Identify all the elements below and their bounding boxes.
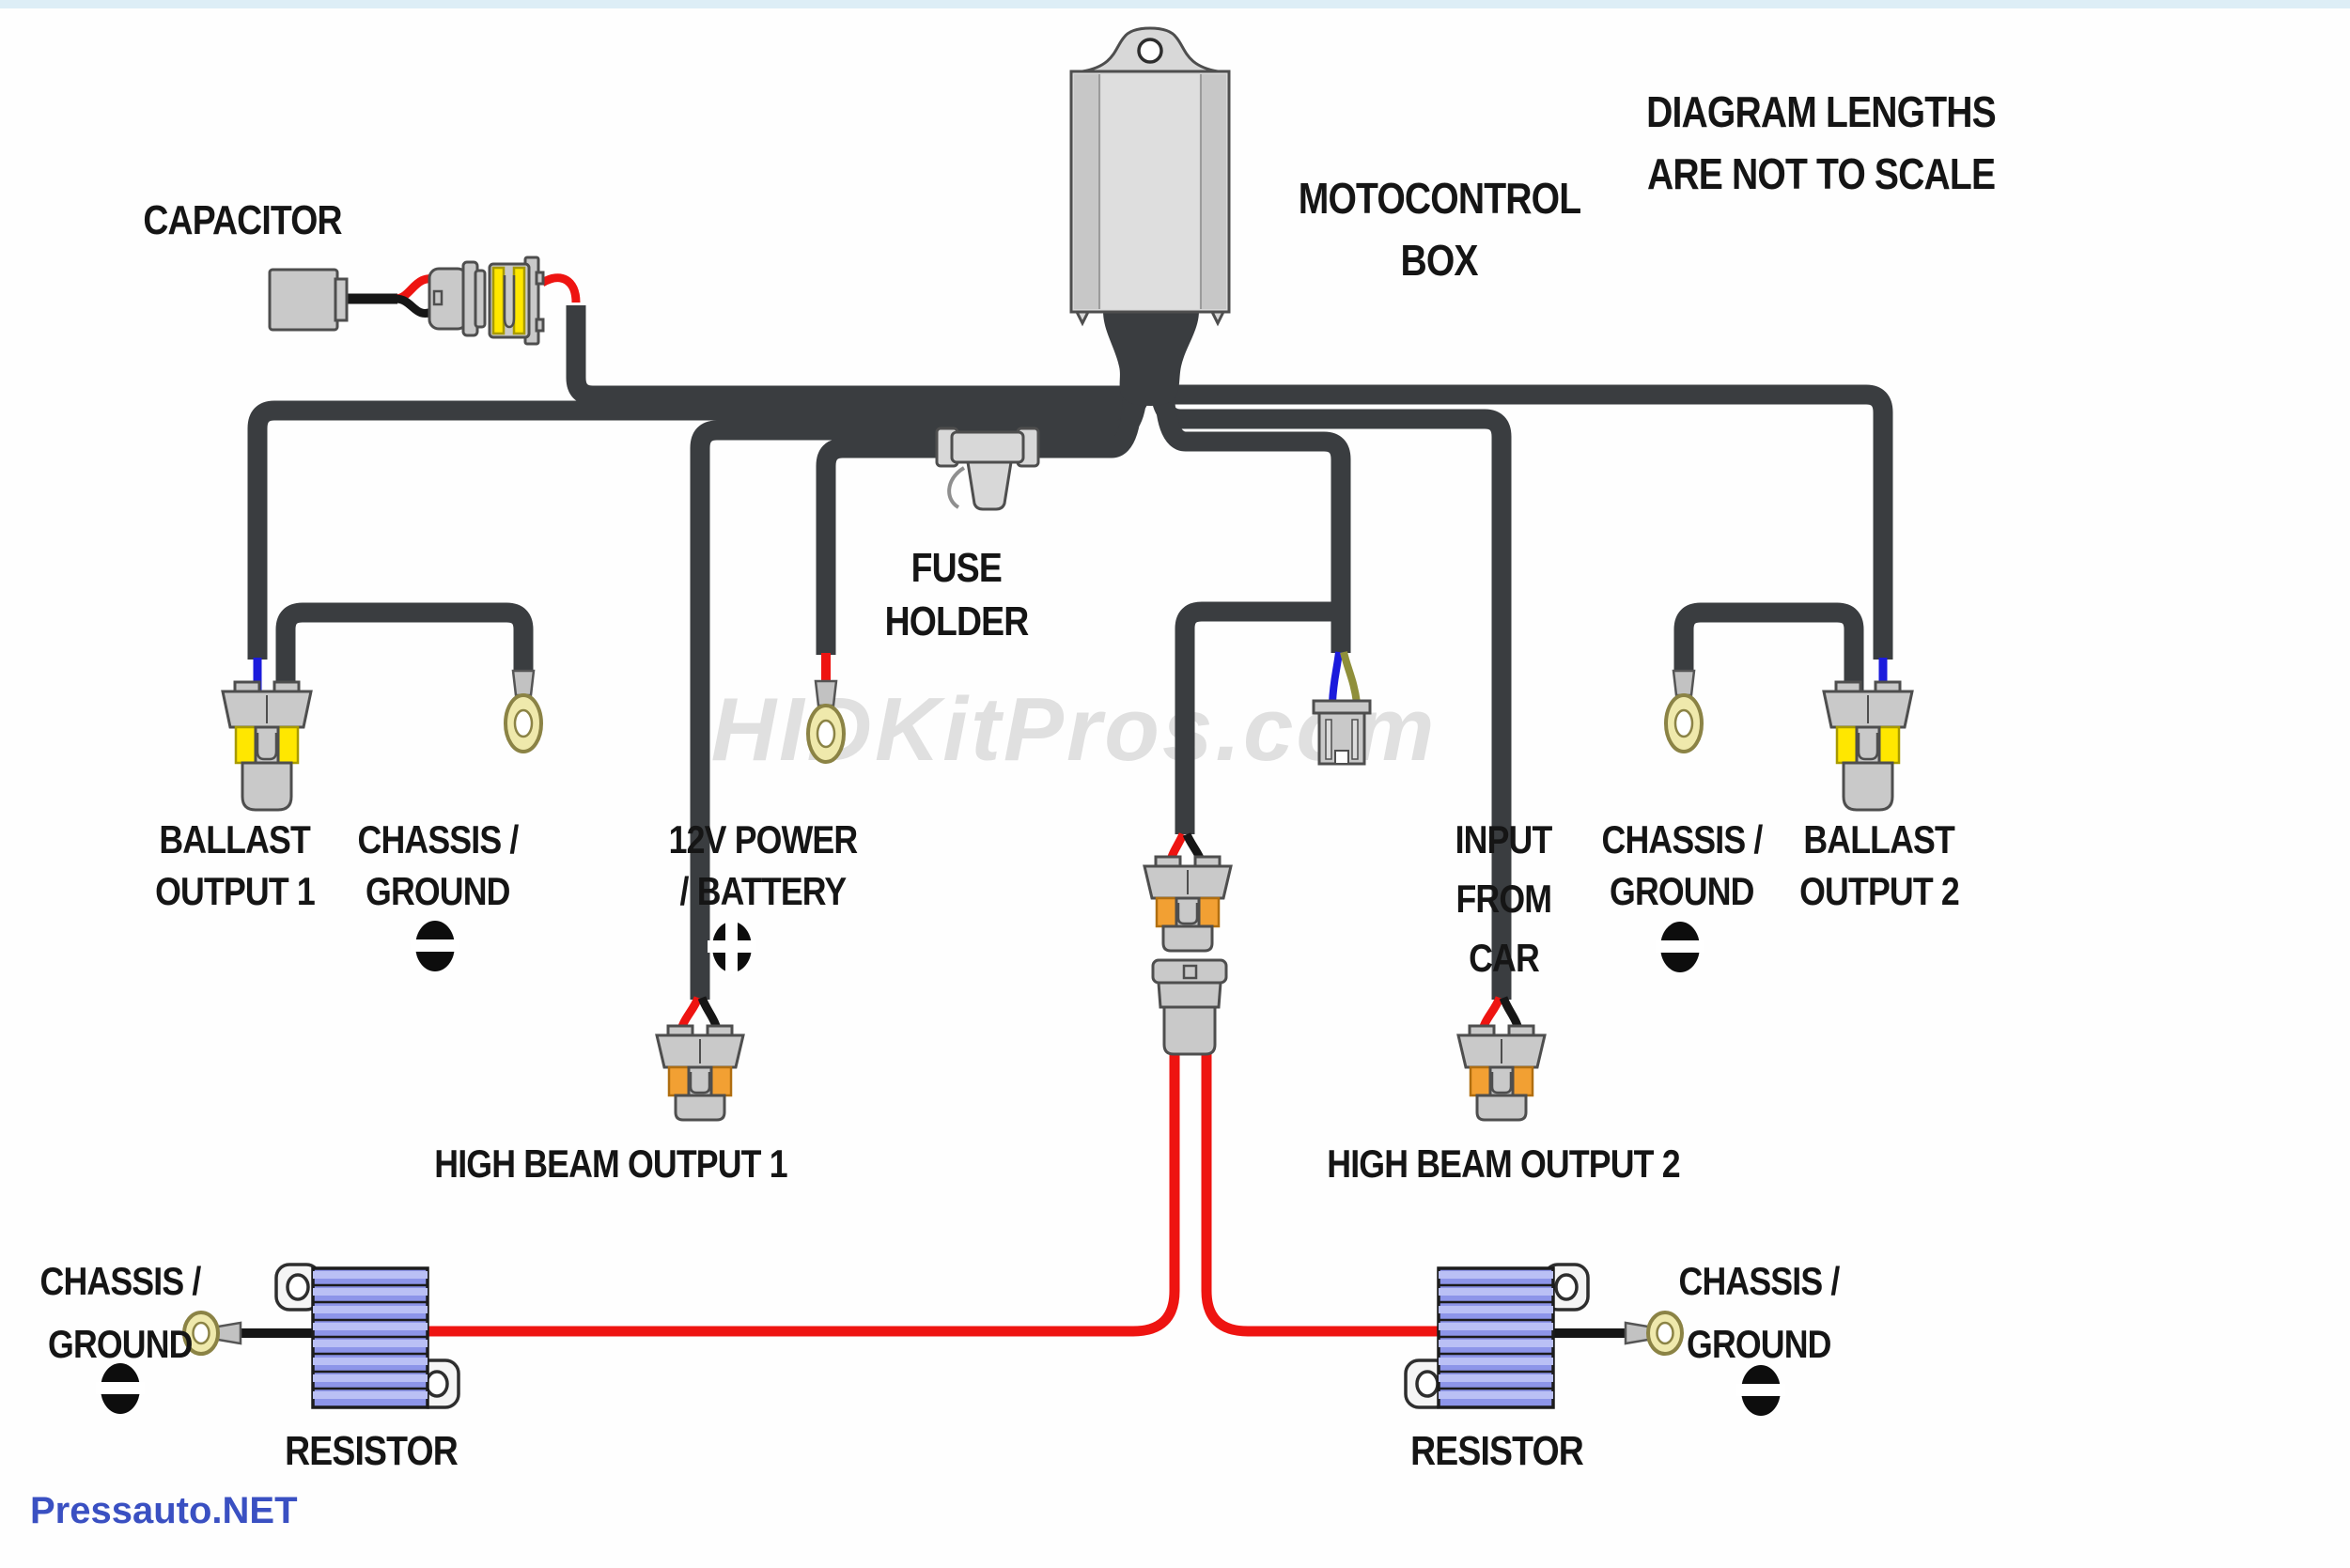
- capacitor-red-jumper: [539, 273, 581, 303]
- label-chassis-ground-bottom-left: CHASSIS / GROUND: [39, 1259, 202, 1366]
- input-from-car-connector: [1312, 699, 1372, 766]
- capacitor-body-nub: [334, 277, 349, 322]
- capacitor-connector-male: [428, 260, 487, 337]
- wire-capacitor-feed: [566, 305, 1159, 406]
- mounting-tab: [1082, 26, 1219, 73]
- motocontrol-box: [1069, 26, 1231, 327]
- top-border: [0, 0, 2350, 8]
- ring-terminal-resistor-left: [182, 1311, 242, 1356]
- splitter-connector-lower: [1151, 958, 1228, 1056]
- label-input-from-car: INPUT FROM CAR: [1455, 817, 1553, 980]
- ground-minus-icon-1: [411, 921, 459, 971]
- wire-input-from-car: [1154, 380, 1351, 653]
- label-chassis-ground-1: CHASSIS / GROUND: [357, 817, 520, 913]
- label-fuse-holder: FUSE HOLDER: [884, 545, 1030, 644]
- splitter-connector-upper: [1143, 855, 1233, 953]
- label-chassis-ground-bottom-right: CHASSIS / GROUND: [1678, 1259, 1841, 1366]
- label-resistor-left: RESISTOR: [285, 1428, 459, 1474]
- high-beam-connector-1: [655, 1024, 745, 1122]
- label-motocontrol-box: MOTOCONTROL BOX: [1298, 174, 1581, 285]
- fuse-holder-clip: [947, 466, 966, 509]
- wire-chassis-ground-2: [1673, 602, 1864, 692]
- resistor-left: [274, 1263, 460, 1409]
- input-olive-tail: [1340, 651, 1361, 704]
- resistor-feed-wires: [237, 1054, 1629, 1338]
- harness-trunk: [1103, 311, 1199, 406]
- note-not-to-scale: DIAGRAM LENGTHS ARE NOT TO SCALE: [1646, 87, 1997, 198]
- label-ballast-output-1: BALLAST OUTPUT 1: [155, 817, 316, 913]
- watermark-pressauto: Pressauto.NET: [30, 1490, 298, 1531]
- power-plus-icon: [708, 920, 756, 974]
- ground-minus-icon-2: [1656, 922, 1704, 972]
- label-chassis-ground-2: CHASSIS / GROUND: [1601, 817, 1764, 913]
- ground-minus-icon-4: [1736, 1365, 1785, 1416]
- ring-terminal-chassis-2: [1664, 669, 1704, 753]
- box-foot-left: [1074, 310, 1091, 327]
- ballast-connector-1: [221, 680, 313, 812]
- input-blue-tail: [1329, 651, 1343, 704]
- wire-12v-battery: [816, 379, 1144, 655]
- ground-minus-icon-3: [96, 1363, 145, 1414]
- label-high-beam-output-1: HIGH BEAM OUTPUT 1: [434, 1141, 787, 1186]
- mounting-hole-icon: [1137, 38, 1163, 64]
- resistor-right: [1404, 1263, 1590, 1409]
- box-foot-right: [1209, 310, 1226, 327]
- ring-terminal-resistor-right: [1624, 1311, 1684, 1356]
- label-ballast-output-2: BALLAST OUTPUT 2: [1799, 817, 1960, 913]
- label-resistor-right: RESISTOR: [1410, 1428, 1584, 1474]
- wire-chassis-ground-1: [275, 602, 534, 692]
- ballast-connector-2: [1822, 680, 1914, 812]
- capacitor-body: [268, 268, 339, 332]
- capacitor-connector-female: [488, 256, 545, 346]
- label-high-beam-output-2: HIGH BEAM OUTPUT 2: [1327, 1141, 1680, 1186]
- wire-resistor-splitter: [1175, 601, 1341, 834]
- red-wire-left-resistor: [428, 1054, 1180, 1337]
- label-12v-power-battery: 12V POWER / BATTERY: [668, 817, 859, 913]
- high-beam-connector-2: [1456, 1024, 1547, 1122]
- capacitor-assembly: [268, 256, 581, 346]
- red-wire-right-resistor: [1201, 1054, 1441, 1337]
- ring-terminal-chassis-1: [504, 669, 543, 753]
- fuse-holder: [935, 427, 1040, 511]
- ring-terminal-battery: [806, 679, 846, 764]
- label-capacitor: CAPACITOR: [143, 197, 342, 243]
